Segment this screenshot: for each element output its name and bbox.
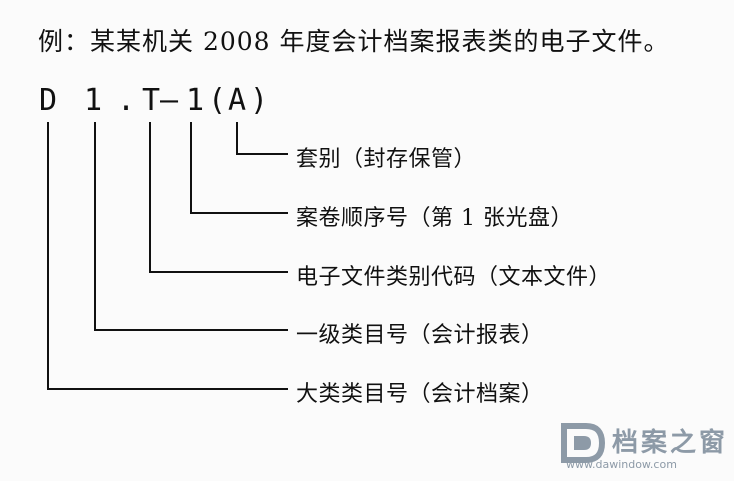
code-digit-1b: 1 xyxy=(186,83,205,118)
watermark-logo-icon xyxy=(561,423,606,463)
code-dot: . xyxy=(117,83,136,118)
watermark-name: 档案之窗 xyxy=(612,428,729,458)
label-level1-category: 一级类目号（会计报表） xyxy=(296,323,544,348)
code-letter-a: A xyxy=(228,83,247,118)
watermark: 档案之窗 www.dawindow.com xyxy=(560,420,730,476)
code-digit-1: 1 xyxy=(84,83,103,118)
connector-major xyxy=(47,122,288,390)
label-major-category: 大类类目号（会计档案） xyxy=(296,382,544,407)
code-letter-d: D xyxy=(39,83,58,118)
example-title: 例：某某机关 2008 年度会计档案报表类的电子文件。 xyxy=(38,27,670,56)
label-set: 套别（封存保管） xyxy=(296,147,477,172)
connector-level1 xyxy=(94,122,288,331)
connector-set xyxy=(236,122,288,155)
connector-volume xyxy=(190,122,288,214)
watermark-url: www.dawindow.com xyxy=(566,458,677,471)
code-open-paren: ( xyxy=(208,83,227,118)
code-letter-t: T xyxy=(142,83,161,118)
label-file-type-code: 电子文件类别代码（文本文件） xyxy=(296,265,612,290)
code-dash: — xyxy=(160,83,179,118)
code-close-paren: ) xyxy=(250,83,269,118)
label-volume-sequence: 案卷顺序号（第 1 张光盘） xyxy=(296,206,573,231)
connector-filetype xyxy=(149,122,288,273)
